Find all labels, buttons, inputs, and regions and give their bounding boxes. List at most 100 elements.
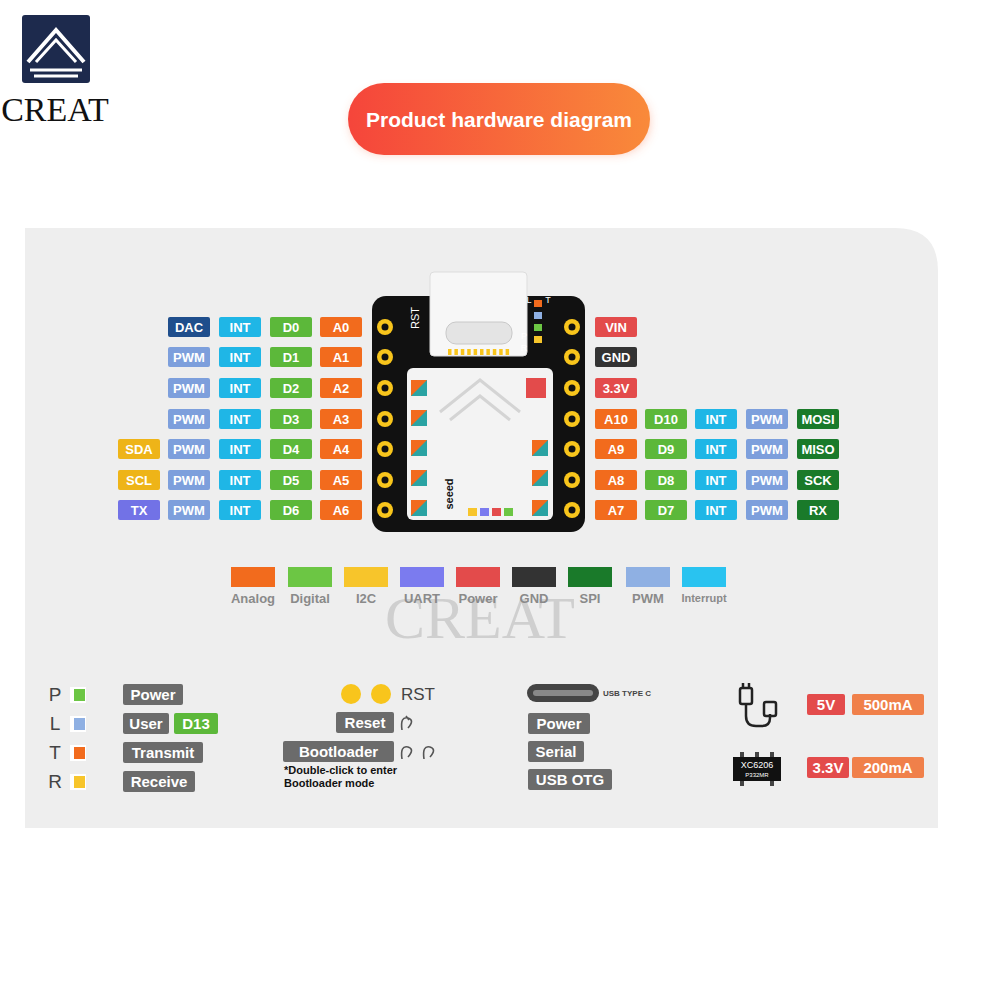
pin-tag: D2 xyxy=(270,378,312,398)
legend-label: I2C xyxy=(356,591,376,606)
logo-mark xyxy=(22,15,90,83)
tag-text: INT xyxy=(230,412,251,427)
pin-tag: PWM xyxy=(746,409,788,429)
pin-tag: TX xyxy=(118,500,160,520)
tag-text: D1 xyxy=(283,350,300,365)
pin-tag: PWM xyxy=(746,470,788,490)
tag-text: Power xyxy=(130,686,175,703)
tag-text: A5 xyxy=(333,473,350,488)
tag-text: A0 xyxy=(333,320,350,335)
pin-pad xyxy=(377,380,393,396)
tag-text: D0 xyxy=(283,320,300,335)
pin-pad xyxy=(377,472,393,488)
pin-tag: MISO xyxy=(797,439,839,459)
note: *Double-click to enter Bootloader mode xyxy=(284,764,434,789)
usb-c-icon xyxy=(527,684,599,702)
legend-swatch xyxy=(626,567,670,587)
board-silkscreen: RST xyxy=(409,307,422,329)
tag-text: Transmit xyxy=(132,744,195,761)
pin-tag: A4 xyxy=(320,439,362,459)
led-letter: R xyxy=(521,343,528,353)
tag-text: Bootloader xyxy=(299,743,378,760)
tag-text: SCK xyxy=(804,473,831,488)
tag-text: A2 xyxy=(333,381,350,396)
tag-text: INT xyxy=(706,473,727,488)
legend-label: UART xyxy=(404,591,440,606)
legend-label: GND xyxy=(520,591,549,606)
tag-text: A9 xyxy=(608,442,625,457)
pin-tag: D13 xyxy=(174,713,218,734)
pin-pad xyxy=(564,441,580,457)
legend-swatch xyxy=(682,567,726,587)
legend-label: SPI xyxy=(580,591,601,606)
tag-text: INT xyxy=(230,503,251,518)
tag-text: PWM xyxy=(751,442,783,457)
pin-tag: D4 xyxy=(270,439,312,459)
pin-pad xyxy=(377,319,393,335)
chip-marking: P332MR xyxy=(745,772,768,779)
pin-tag: Bootloader xyxy=(283,741,394,762)
pin-pad xyxy=(377,349,393,365)
pin-tag: SCK xyxy=(797,470,839,490)
title-text: Product hardware diagram xyxy=(366,108,632,132)
pin-tag: A2 xyxy=(320,378,362,398)
pin-tag: PWM xyxy=(168,470,210,490)
legend-label: Power xyxy=(458,591,497,606)
tag-text: INT xyxy=(230,381,251,396)
tag-text: PWM xyxy=(173,442,205,457)
pin-tag: D10 xyxy=(645,409,687,429)
led-letter: R xyxy=(48,771,62,793)
pin-tag: INT xyxy=(219,409,261,429)
tag-text: GND xyxy=(602,350,631,365)
pin-tag: Power xyxy=(123,684,183,705)
pin-tag: PWM xyxy=(168,347,210,367)
legend-label: Digital xyxy=(290,591,330,606)
tag-text: Reset xyxy=(345,714,386,731)
tag-text: D7 xyxy=(658,503,675,518)
pin-tag: Power xyxy=(528,713,590,734)
tag-text: INT xyxy=(230,473,251,488)
pin-pad xyxy=(564,319,580,335)
pin-tag: Transmit xyxy=(123,742,203,763)
tag-text: PWM xyxy=(751,473,783,488)
pin-tag: D1 xyxy=(270,347,312,367)
tag-text: D9 xyxy=(658,442,675,457)
tag-text: 500mA xyxy=(863,696,912,713)
tag-text: 3.3V xyxy=(603,381,630,396)
legend-label: Analog xyxy=(231,591,275,606)
pin-tag: INT xyxy=(695,409,737,429)
logo-text: CREAT xyxy=(1,90,109,129)
pin-tag: D6 xyxy=(270,500,312,520)
pin-tag: INT xyxy=(695,470,737,490)
pin-tag: 500mA xyxy=(852,694,924,715)
led-letter: P xyxy=(521,331,527,341)
tag-text: MOSI xyxy=(801,412,834,427)
tag-text: Power xyxy=(536,715,581,732)
pin-tag: A9 xyxy=(595,439,637,459)
tag-text: RX xyxy=(809,503,827,518)
tag-text: A10 xyxy=(604,412,628,427)
legend-swatch xyxy=(512,567,556,587)
pin-tag: D5 xyxy=(270,470,312,490)
tag-text: INT xyxy=(230,350,251,365)
tag-text: PWM xyxy=(173,381,205,396)
pin-pad xyxy=(564,380,580,396)
pin-tag: D0 xyxy=(270,317,312,337)
pin-pad xyxy=(564,349,580,365)
regulator-chip xyxy=(733,752,781,786)
tag-text: TX xyxy=(131,503,148,518)
pin-tag: INT xyxy=(219,439,261,459)
pin-tag: PWM xyxy=(168,500,210,520)
tag-text: D3 xyxy=(283,412,300,427)
pin-pad xyxy=(564,411,580,427)
legend-swatch xyxy=(456,567,500,587)
led-letter: T xyxy=(49,742,61,764)
reset-pad-label: RST xyxy=(401,685,435,705)
chip-marking: XC6206 xyxy=(741,760,774,770)
background-panel xyxy=(25,228,938,828)
pin-tag: A6 xyxy=(320,500,362,520)
tag-text: MISO xyxy=(801,442,834,457)
pin-tag: INT xyxy=(219,378,261,398)
pin-tag: INT xyxy=(219,347,261,367)
tag-text: INT xyxy=(706,412,727,427)
